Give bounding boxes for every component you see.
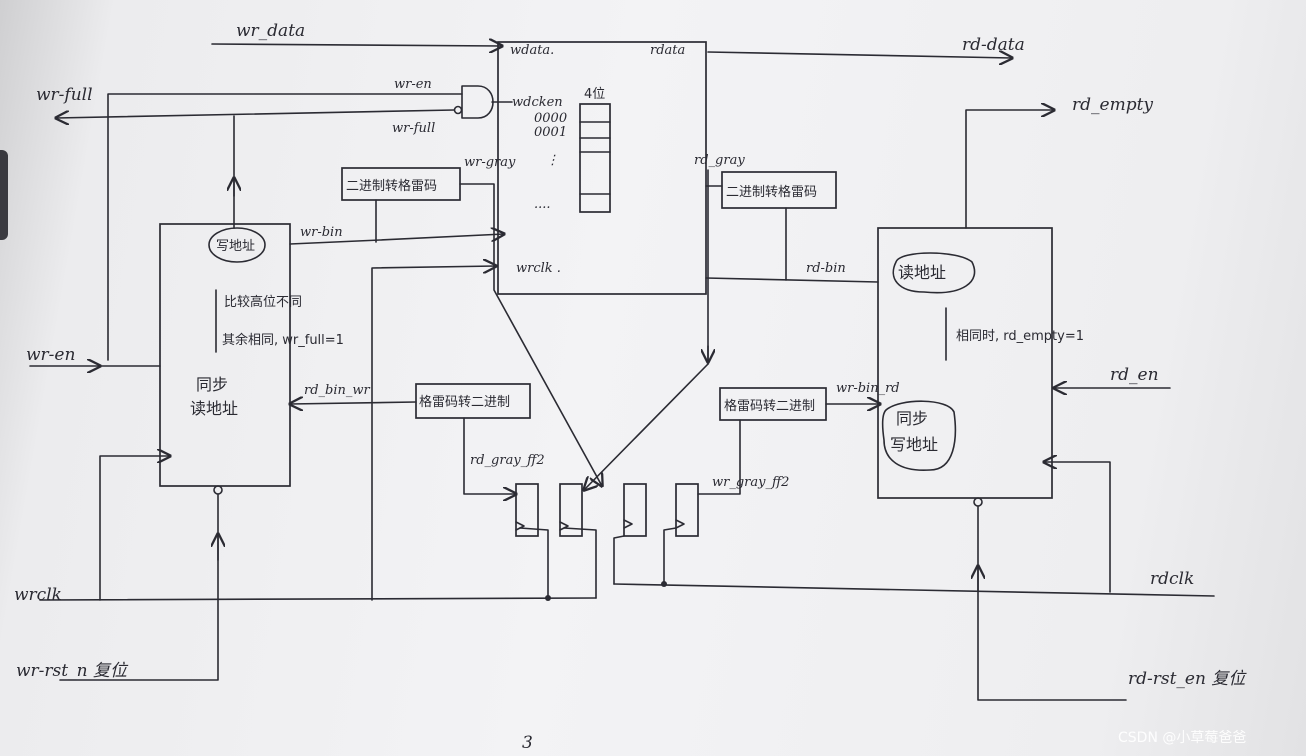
wire-wrclk: [39, 597, 597, 601]
photo-edge-shadow: [0, 150, 8, 240]
wire-wrclk-ram: [371, 266, 496, 601]
label-wr-gray: wr-gray: [464, 155, 516, 170]
rd-bin2gray-box: [721, 171, 837, 209]
label-wr-sync-2: 读地址: [190, 399, 238, 418]
wr-gray2bin-box: [415, 383, 531, 419]
wire-rd-empty: [965, 110, 1054, 229]
label-wr-rst: wr-rst_n 复位: [16, 661, 129, 681]
wr-addr-ellipse: [208, 227, 266, 263]
label-rdclk: rdclk: [1150, 569, 1194, 589]
dual-port-ram-box: [497, 41, 707, 295]
rd-sync-ellipse: [881, 400, 957, 471]
and-gate: [461, 85, 494, 119]
label-ram-wdata: wdata.: [510, 43, 554, 58]
label-gate-wr-en: wr-en: [394, 77, 432, 92]
wire-rdclk: [613, 583, 1215, 597]
label-dots1: ⋮: [546, 153, 559, 168]
label-wr-data: wr_data: [236, 21, 305, 41]
label-rd-bin: rd-bin: [806, 261, 846, 276]
label-wr-full: wr-full: [36, 85, 93, 105]
wire-rd-bin: [705, 277, 879, 283]
rd-addr-ellipse: [892, 252, 976, 294]
watermark: CSDN @小草莓爸爸: [1118, 730, 1246, 746]
label-wr-bin: wr-bin: [300, 225, 343, 240]
wire-rd-data: [707, 52, 1012, 58]
label-wr-b2g: 二进制转格雷码: [346, 178, 437, 194]
and-gate-invert-bubble: [453, 105, 463, 115]
wire-rdclk-ff1: [613, 535, 625, 585]
flipflop-group-rd-sync: [515, 483, 583, 537]
wire-rd-bin-wr: [290, 402, 417, 404]
label-ram-wdclken: wdcken: [512, 95, 563, 110]
write-control-box: [159, 223, 291, 487]
label-gate-wr-full: wr-full: [392, 121, 435, 136]
label-wr-g2b: 格雷码转二进制: [419, 394, 510, 410]
wire-rd-gray-cross: [584, 363, 709, 490]
label-rd-rst: rd-rst_en 复位: [1128, 669, 1247, 689]
label-dots2: ....: [534, 197, 551, 212]
label-rd-gray: rd_gray: [694, 153, 745, 168]
label-rd-sync-2: 写地址: [890, 435, 938, 454]
label-rd-addr: 读地址: [898, 263, 946, 282]
label-rd-g2b: 格雷码转二进制: [724, 398, 815, 414]
label-wr-addr: 写地址: [216, 239, 255, 254]
label-wr-compare-1: 比较高位不同: [224, 294, 302, 310]
wire-wrclk-ff1: [519, 527, 549, 599]
label-wr-bin-rd: wr-bin_rd: [836, 381, 900, 396]
read-control-box: [877, 227, 1053, 499]
label-page-mark: 3: [522, 733, 533, 753]
wire-wr-rst: [59, 493, 219, 681]
label-rd-bin-wr: rd_bin_wr: [304, 383, 371, 398]
label-addr0: 0000: [534, 111, 567, 126]
wire-wr-en-top: [107, 93, 463, 361]
wire-wr-full: [56, 109, 455, 118]
wire-wr-gray-ff2: [697, 419, 741, 495]
label-rd-en: rd_en: [1110, 365, 1159, 385]
wr-rst-bubble: [213, 485, 223, 495]
rd-rst-bubble: [973, 497, 983, 507]
label-rd-gray-ff2: rd_gray_ff2: [470, 453, 545, 468]
label-wrclk: wrclk: [14, 585, 62, 605]
junction-wrclk: [545, 595, 551, 601]
wire-rdclk-ff2: [663, 527, 677, 585]
wire-rd-gray-ff2: [463, 417, 516, 494]
label-rd-sync-1: 同步: [896, 409, 928, 428]
label-rd-empty: rd_empty: [1072, 95, 1153, 115]
label-ram-width: 4位: [584, 87, 605, 102]
label-wr-en: wr-en: [26, 345, 75, 365]
wire-rdclk-box: [1044, 462, 1111, 593]
flipflop-group-wr-sync: [623, 483, 699, 537]
wire-wr-gray: [459, 183, 602, 486]
label-rd-b2g: 二进制转格雷码: [726, 184, 817, 200]
label-wr-compare-2: 其余相同, wr_full=1: [222, 332, 344, 348]
wire-rd-rst: [977, 505, 1127, 701]
label-addr1: 0001: [534, 125, 567, 140]
wire-wrclk-ff2: [563, 527, 597, 599]
wire-wr-bin: [289, 234, 504, 245]
label-wr-sync-1: 同步: [196, 375, 228, 394]
wire-wrclk-box: [99, 456, 170, 601]
label-ram-wrclk: wrclk .: [516, 261, 561, 276]
wire-wr-data: [211, 44, 502, 46]
memory-array: [579, 103, 611, 213]
label-rd-compare: 相同时, rd_empty=1: [956, 329, 1084, 344]
junction-rdclk: [661, 581, 667, 587]
label-ram-rdata: rdata: [650, 43, 685, 58]
label-wr-gray-ff2: wr_gray_ff2: [712, 475, 789, 490]
label-rd-data: rd-data: [962, 35, 1025, 55]
